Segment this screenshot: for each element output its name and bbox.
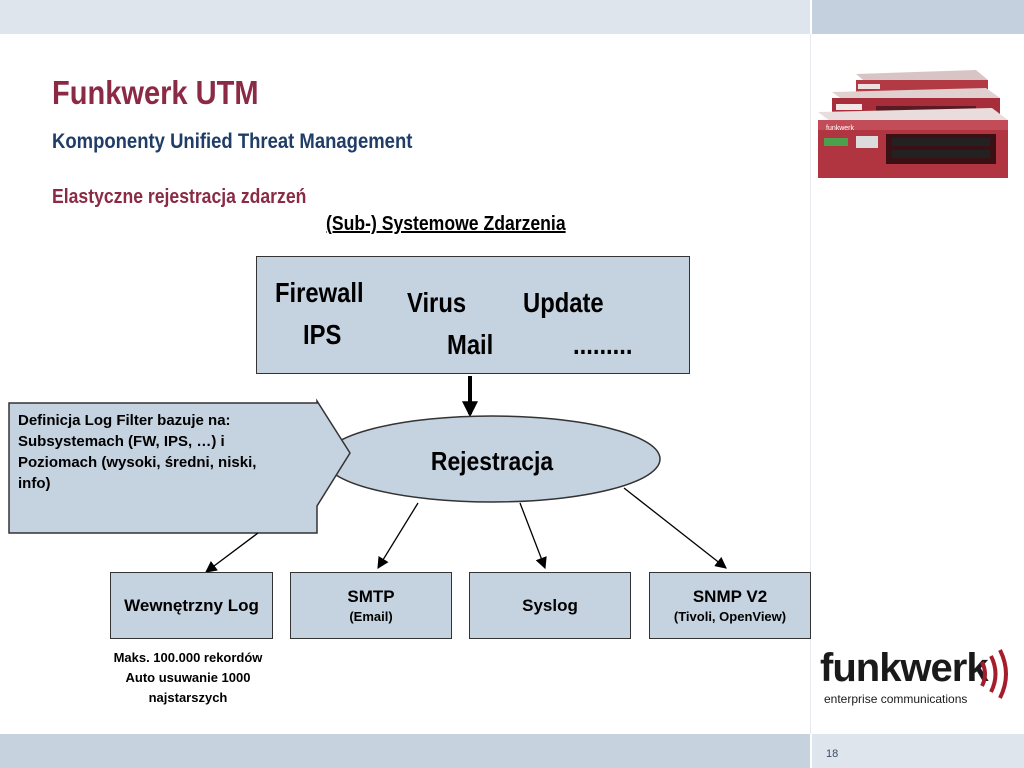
logo-wordmark: funkwerk [820, 646, 989, 690]
output-smtp-sublabel: (Email) [349, 609, 393, 624]
event-update: Update [523, 287, 604, 318]
event-virus: Virus [407, 287, 467, 318]
slide-subheading: Elastyczne rejestracja zdarzeń [52, 186, 307, 208]
utm-device-image: funkwerk [818, 70, 1008, 178]
arrow-to-smtp [377, 502, 419, 569]
output-syslog: Syslog [469, 572, 631, 639]
slide-subtitle: Komponenty Unified Threat Management [52, 130, 413, 153]
callout-shape [8, 398, 351, 534]
funkwerk-logo: funkwerk enterprise communications [820, 646, 1016, 710]
output-snmp: SNMP V2 (Tivoli, OpenView) [649, 572, 811, 639]
output-smtp: SMTP (Email) [290, 572, 452, 639]
callout-line: Subsystemach (FW, IPS, …) i [18, 433, 225, 450]
output-smtp-label: SMTP [347, 587, 395, 606]
event-mail: Mail [447, 329, 494, 360]
bottom-band [0, 734, 810, 768]
device-brand-label: funkwerk [826, 125, 855, 132]
callout-line: Poziomach (wysoki, średni, niski, [18, 454, 257, 471]
events-title: (Sub-) Systemowe Zdarzenia [326, 213, 566, 235]
events-box: Firewall IPS Virus Update Mail ......... [256, 256, 690, 374]
arrow-to-internal-log [205, 532, 259, 573]
logo-tagline: enterprise communications [824, 692, 968, 706]
slide-title: Funkwerk UTM [52, 74, 259, 111]
note-line: Maks. 100.000 rekordów [113, 650, 263, 665]
output-internal-log-label: Wewnętrzny Log [124, 595, 259, 615]
top-band [0, 0, 810, 34]
output-snmp-label: SNMP V2 [692, 587, 768, 606]
signal-waves-icon [980, 649, 1008, 699]
output-snmp-sublabel: (Tivoli, OpenView) [673, 609, 787, 624]
arrow-to-syslog [519, 502, 547, 570]
callout-line: info) [18, 475, 51, 492]
output-internal-log: Wewnętrzny Log [110, 572, 273, 639]
page-number: 18 [826, 748, 839, 760]
event-ips: IPS [303, 319, 342, 350]
top-band-right [812, 0, 1024, 34]
bottom-band-right [812, 734, 1024, 768]
logging-label: Rejestracja [430, 446, 554, 476]
internal-log-note: Maks. 100.000 rekordów Auto usuwanie 100… [98, 648, 278, 708]
event-more: ......... [573, 329, 633, 360]
note-line: najstarszych [148, 690, 228, 705]
arrow-to-snmp [623, 487, 727, 569]
output-syslog-label: Syslog [522, 595, 578, 615]
divider-line [810, 34, 811, 734]
event-firewall: Firewall [275, 277, 364, 308]
callout-text: Definicja Log Filter bazuje na: Subsyste… [18, 410, 318, 494]
callout-line: Definicja Log Filter bazuje na: [18, 412, 231, 429]
note-line: Auto usuwanie 1000 [125, 670, 251, 685]
